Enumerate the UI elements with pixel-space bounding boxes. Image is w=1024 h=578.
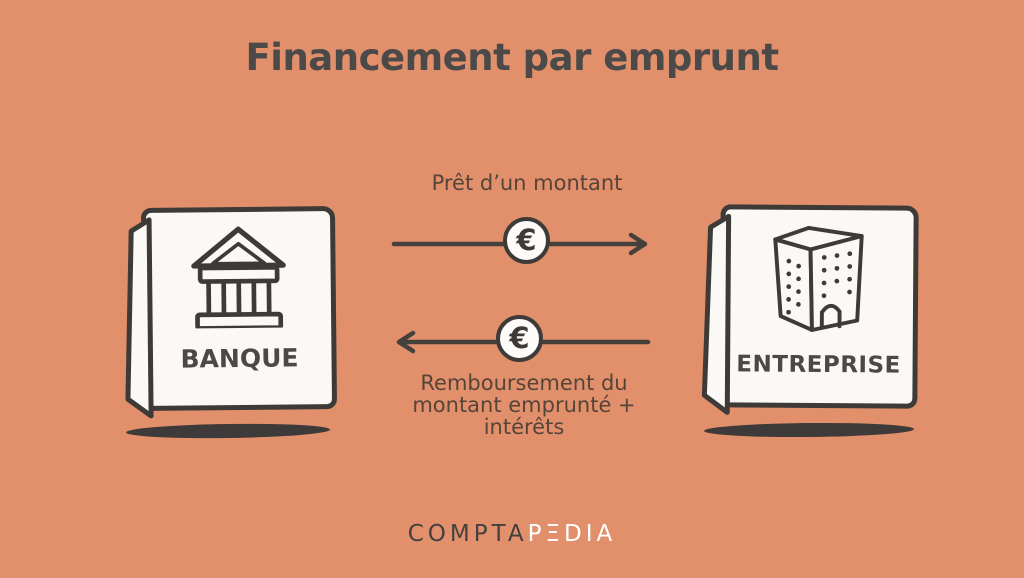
comptapedia-logo: COMPTAPΞDIA bbox=[0, 521, 1024, 547]
bank-card: BANQUE bbox=[125, 205, 338, 419]
bank-building-icon bbox=[191, 226, 286, 329]
office-building-icon bbox=[773, 225, 864, 332]
logo-part-pedia: PΞDIA bbox=[527, 521, 617, 547]
logo-part-compta: COMPTA bbox=[407, 521, 528, 547]
card-spine bbox=[125, 217, 154, 419]
card-spine bbox=[701, 213, 732, 415]
bank-label: BANQUE bbox=[180, 343, 299, 374]
repayment-flow-label: Remboursement du montant emprunté + inté… bbox=[412, 371, 636, 439]
company-card-shadow bbox=[703, 422, 915, 438]
page-title: Financement par emprunt bbox=[245, 36, 779, 79]
euro-coin-icon: € bbox=[503, 217, 550, 264]
company-card: ENTREPRISE bbox=[701, 204, 919, 415]
euro-symbol: € bbox=[516, 222, 537, 257]
company-label: ENTREPRISE bbox=[736, 351, 901, 379]
loan-flow-label: Prêt d’un montant bbox=[431, 171, 623, 195]
bank-card-shadow bbox=[125, 422, 331, 440]
euro-coin-icon: € bbox=[496, 315, 543, 362]
euro-symbol: € bbox=[509, 320, 530, 355]
